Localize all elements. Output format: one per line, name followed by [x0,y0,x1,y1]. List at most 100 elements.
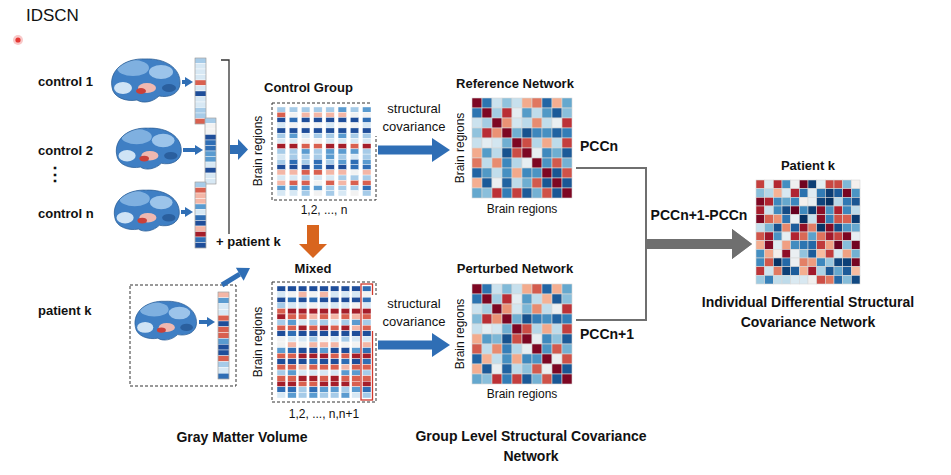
network-matrix-cells [532,344,542,354]
gray-matter-matrix [301,128,310,133]
gray-matter-matrix [301,133,310,138]
gray-matter-matrix [277,336,286,342]
network-matrix-cells [512,304,522,314]
brain-illustration [169,307,191,320]
network-matrix-cells [808,223,817,232]
network-matrix-cells [765,189,774,198]
brain-illustration [119,150,136,161]
network-matrix-cells [817,197,826,206]
gray-matter-matrix [350,191,359,196]
network-matrix-cells [765,206,774,215]
network-matrix-cells [834,215,843,224]
gray-matter-matrix [277,325,286,331]
network-matrix-cells [472,108,482,118]
gray-matter-matrix [320,376,329,382]
network-matrix-cells [851,215,860,224]
gray-matter-matrix [298,353,307,359]
gray-matter-matrix [352,303,361,309]
network-matrix-cells [765,197,774,206]
gray-matter-matrix [277,165,286,170]
network-matrix-cells [512,364,522,374]
network-matrix-cells [843,197,852,206]
gray-matter-matrix [352,297,361,303]
network-matrix-cells [773,275,782,284]
network-matrix-cells [791,258,800,267]
network-matrix-cells [482,158,492,168]
network-matrix-cells [522,344,532,354]
gray-matter-matrix [363,112,372,117]
gray-matter-matrix [301,180,310,185]
connector-label: structural covariance [371,100,457,136]
network-matrix-cells [472,188,482,198]
axis-label: Brain regions [487,387,558,401]
volume-vector [195,80,206,86]
gray-matter-matrix [309,353,318,359]
network-matrix-cells [773,215,782,224]
network-matrix-cells [542,118,552,128]
gray-matter-matrix [341,320,350,326]
network-matrix-cells [512,108,522,118]
network-matrix-cells [502,364,512,374]
network-matrix-cells [482,98,492,108]
network-matrix-cells [562,344,572,354]
network-matrix-cells [522,148,532,158]
network-matrix-cells [552,364,562,374]
connector-arrow [576,168,752,259]
volume-vector [218,333,229,339]
network-matrix-cells [791,180,800,189]
gray-matter-matrix [320,314,329,320]
network-matrix-cells [834,189,843,198]
gray-matter-matrix [330,353,339,359]
brain-illustration [114,190,179,231]
network-matrix-cells [502,294,512,304]
gray-matter-matrix [277,308,286,314]
network-matrix-cells [492,344,502,354]
brain-illustration [137,322,153,333]
network-matrix-cells [808,206,817,215]
gray-matter-matrix [277,303,286,309]
volume-vector [195,188,206,194]
gray-matter-matrix [338,159,347,164]
gray-matter-matrix [309,370,318,376]
gray-matter-matrix [314,165,323,170]
gray-matter-matrix [314,144,323,149]
gray-matter-matrix [338,123,347,128]
network-matrix-cells [532,148,542,158]
gray-matter-matrix [363,286,372,292]
network-matrix-cells [492,138,502,148]
network-matrix-cells [562,108,572,118]
gray-matter-matrix [352,370,361,376]
network-matrix-cells [492,354,502,364]
brain-illustration [162,84,176,92]
patient-input-outline [130,285,236,386]
network-matrix-cells [808,232,817,241]
gray-matter-matrix [289,133,298,138]
brain-illustration [112,59,180,102]
gray-matter-matrix [298,336,307,342]
network-matrix-cells [562,168,572,178]
network-matrix-cells [512,374,522,384]
network-matrix-cells [472,178,482,188]
volume-vector [218,292,229,379]
gray-matter-matrix [301,186,310,191]
network-matrix-cells [791,232,800,241]
volume-vector [195,232,206,238]
network-matrix-cells [542,344,552,354]
gray-matter-matrix [314,138,323,143]
gray-matter-matrix [298,297,307,303]
network-matrix-cells [502,374,512,384]
network-matrix-cells [512,178,522,188]
connector-label: + patient k [214,234,283,250]
gray-matter-matrix [301,107,310,112]
network-matrix-cells [482,324,492,334]
gray-matter-matrix [363,123,372,128]
brain-illustration [117,212,134,223]
gray-matter-matrix [320,353,329,359]
network-matrix-cells [532,128,542,138]
gray-matter-matrix [309,320,318,326]
gray-matter-matrix [341,392,350,398]
axis-label: Brain regions [487,202,558,216]
network-matrix-cells [492,118,502,128]
network-matrix-cells [522,108,532,118]
gray-matter-matrix [326,186,335,191]
